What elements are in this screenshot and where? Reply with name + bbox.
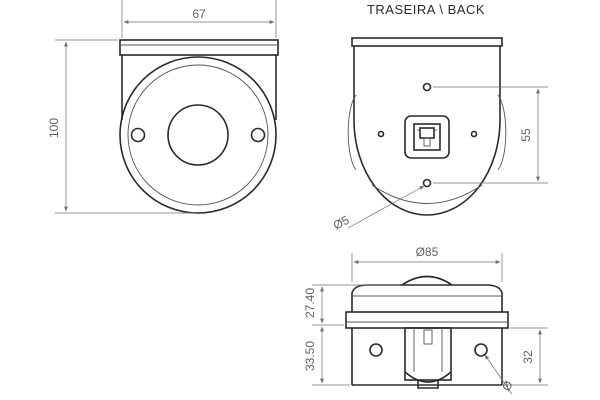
back-connector [404,115,450,159]
back-hole-right [470,130,478,138]
back-side-arc-right [497,94,507,171]
side-connector [404,327,452,389]
side-hole-leader [484,354,513,395]
front-hole-left [130,127,146,143]
front-outer-ring [119,56,277,214]
upper-height-label: 27.40 [303,288,317,318]
side-hole-diameter-label: Ø [499,378,516,394]
front-top-flange [119,39,279,56]
back-hole-bottom [422,178,432,188]
side-dome [401,275,453,286]
side-upper-housing [351,284,503,312]
back-hole-top [422,82,432,92]
hole-diameter-label: Ø5 [331,213,352,233]
back-hole-left [377,130,385,138]
front-center-lens [167,104,229,166]
side-view: Ø85 27.40 33.50 [303,245,548,395]
front-view: 67 100 [47,0,279,214]
right-height-label: 32 [521,350,535,364]
back-view: TRASEIRA \ BACK 55 Ø5 [331,2,548,233]
hole-diameter-leader [347,185,425,229]
back-top-strip [351,37,503,47]
width-dimension-label: 67 [192,7,206,21]
back-side-arc-left [347,94,357,171]
back-view-title: TRASEIRA \ BACK [367,2,485,17]
side-hole-left [369,343,383,357]
front-hole-right [250,127,266,143]
lower-height-label: 33.50 [303,341,317,371]
hole-spacing-dimension-label: 55 [519,128,533,142]
back-body-outline [353,46,501,216]
height-dimension-label: 100 [47,118,61,138]
side-hole-right [474,343,488,357]
side-mounting-plate [345,311,509,329]
front-inner-ring [127,64,269,206]
overall-diameter-label: Ø85 [416,245,439,259]
